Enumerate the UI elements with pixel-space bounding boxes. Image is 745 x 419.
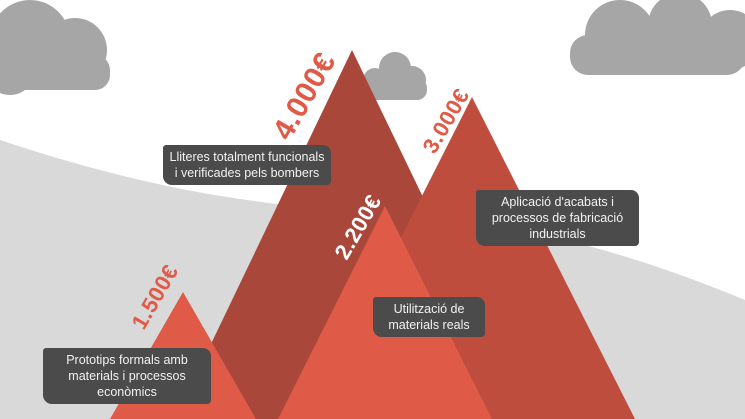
label-2200: Utilització de materials reals [373,297,485,337]
label-4000: Lliteres totalment funcionals i verifica… [163,145,331,185]
cloud-middle [362,52,427,100]
label-1500: Prototips formals amb materials i proces… [43,348,211,404]
cloud-top-left [0,0,110,95]
label-3000: Aplicació d'acabats i processos de fabri… [476,190,639,246]
cloud-top-right [570,0,745,75]
